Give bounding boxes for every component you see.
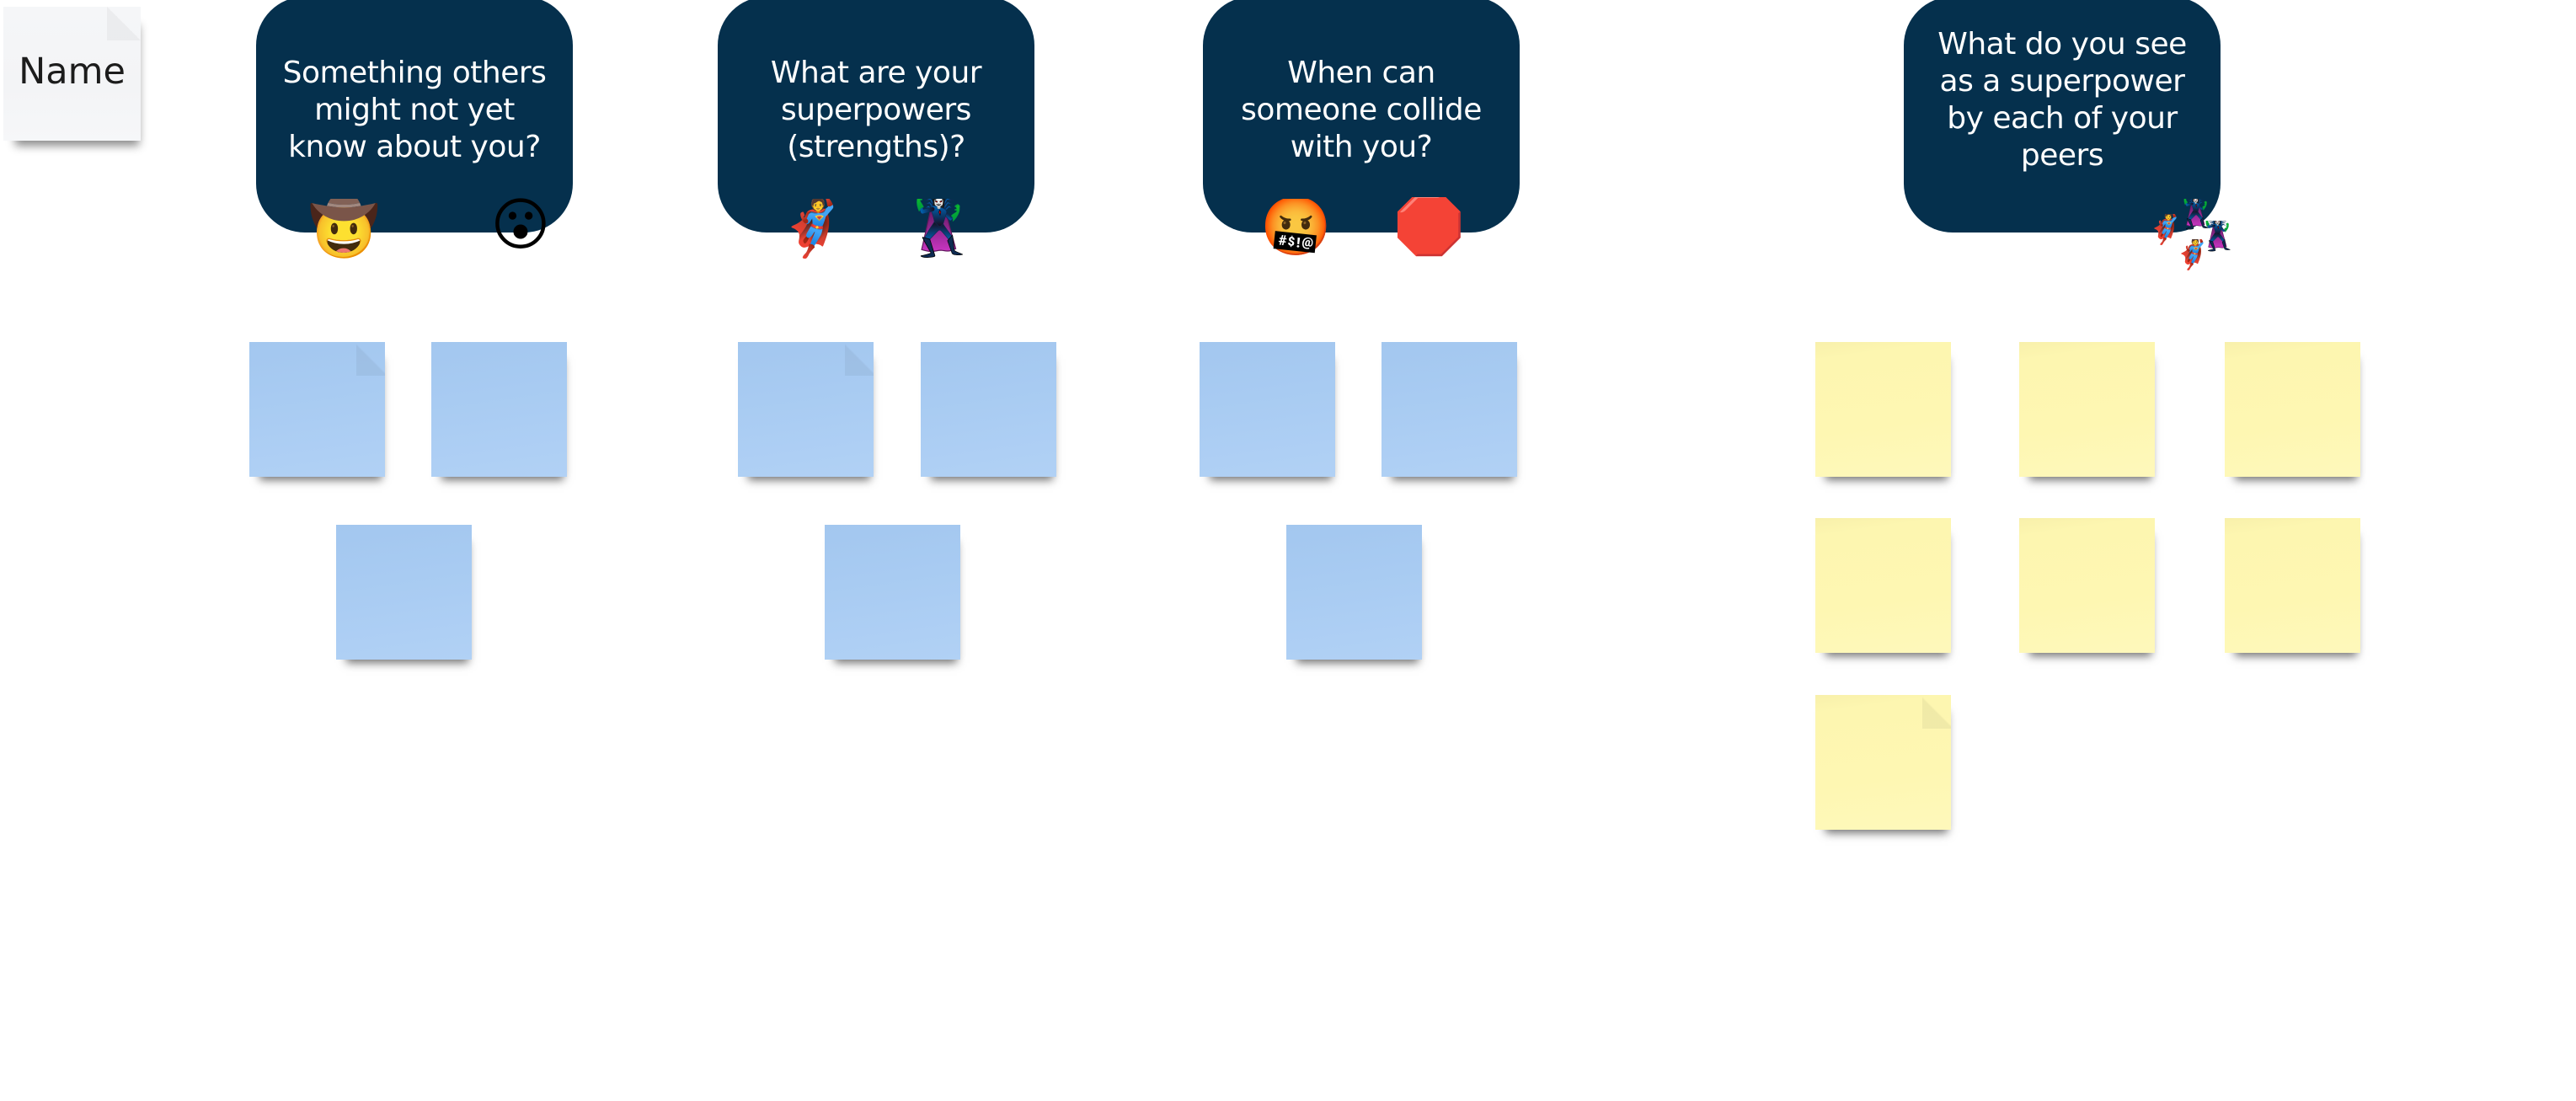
stop-sign-icon[interactable]: 🛑 [1393, 197, 1464, 259]
sticky-note[interactable] [1815, 695, 1951, 830]
question-card-peer-superpowers[interactable]: What do you see as a superpower by each … [1904, 0, 2221, 232]
superhero-icon[interactable]: 🦸 [2173, 239, 2209, 271]
sticky-note[interactable] [1286, 525, 1422, 660]
sticky-note[interactable] [1815, 342, 1951, 477]
supervillain-icon[interactable]: 🦹‍♀️ [903, 199, 974, 260]
superhero-icon[interactable]: 🦸 [2146, 214, 2182, 246]
name-sticky-note[interactable]: Name [3, 7, 141, 141]
question-text: When can someone collide with you? [1241, 56, 1482, 164]
sticky-note[interactable] [2019, 518, 2155, 653]
question-card-collide[interactable]: When can someone collide with you? [1203, 0, 1520, 232]
sticky-note[interactable] [431, 342, 567, 477]
face-with-symbols-on-mouth-icon[interactable]: 🤬 [1260, 199, 1331, 260]
sticky-note[interactable] [1200, 342, 1335, 477]
question-card-superpowers[interactable]: What are your superpowers (strengths)? [718, 0, 1034, 232]
sticky-note[interactable] [738, 342, 874, 477]
sticky-note[interactable] [336, 525, 472, 660]
cowboy-hat-face-icon[interactable]: 🤠 [308, 199, 379, 260]
question-text: Something others might not yet know abou… [282, 56, 547, 164]
question-card-hidden-facts[interactable]: Something others might not yet know abou… [256, 0, 573, 232]
name-label: Name [19, 51, 126, 93]
question-text: What do you see as a superpower by each … [1937, 27, 2187, 173]
supervillain-icon[interactable]: 🦹‍♀️ [2199, 221, 2234, 253]
sticky-note[interactable] [249, 342, 385, 477]
sticky-note[interactable] [1382, 342, 1517, 477]
sticky-note[interactable] [2019, 342, 2155, 477]
superhero-icon[interactable]: 🦸 [777, 199, 847, 260]
sticky-note[interactable] [2225, 342, 2360, 477]
sticky-note[interactable] [2225, 518, 2360, 653]
sticky-note[interactable] [825, 525, 960, 660]
supervillain-icon[interactable]: 🦹‍♀️ [2177, 199, 2212, 231]
hushed-face-icon[interactable]: 😮 [490, 197, 551, 259]
question-text: What are your superpowers (strengths)? [770, 56, 982, 164]
sticky-note[interactable] [921, 342, 1056, 477]
sticky-note[interactable] [1815, 518, 1951, 653]
